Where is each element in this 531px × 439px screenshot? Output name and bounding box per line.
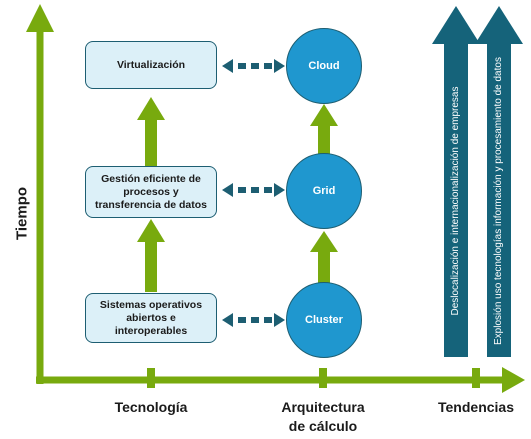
- y-axis-arrowhead: [26, 4, 54, 32]
- dashed-arrow-top: [222, 59, 285, 73]
- x-axis-arrowhead: [502, 367, 525, 393]
- y-axis-label: Tiempo: [13, 186, 31, 241]
- node-grid: Grid: [286, 153, 362, 229]
- x-tick-tecnologia: [147, 368, 155, 388]
- tech-arrow-head-upper: [137, 97, 165, 120]
- node-cluster: Cluster: [286, 282, 362, 358]
- node-cloud: Cloud: [286, 28, 362, 104]
- trend-arrow-head-1: [432, 6, 480, 44]
- dashed-arrows: [222, 59, 285, 327]
- tech-box-sistemas: Sistemas operativos abiertos e interoper…: [85, 293, 217, 343]
- x-tick-arquitectura: [319, 368, 327, 388]
- dashed-arrow-bottom: [222, 313, 285, 327]
- tech-arrow-head-lower: [137, 219, 165, 242]
- trend-label-2: Explosión uso tecnologías información y …: [493, 57, 504, 345]
- x-label-arquitectura: Arquitectura de cálculo: [281, 399, 365, 434]
- tech-box-gestion: Gestión eficiente de procesos y transfer…: [85, 166, 217, 218]
- trend-arrows: [432, 6, 523, 357]
- trend-label-1: Deslocalización e internacionalización d…: [450, 86, 461, 316]
- technology-arrows: [137, 97, 165, 292]
- axes: [26, 4, 525, 393]
- arch-arrow-head-upper: [310, 104, 338, 126]
- arch-arrow-shaft-lower: [318, 250, 330, 283]
- architecture-arrows: [310, 104, 338, 283]
- x-label-tendencias: Tendencias: [438, 399, 514, 415]
- trend-arrow-shaft-1: [444, 42, 468, 357]
- x-tick-tendencias: [472, 368, 480, 388]
- arch-arrow-shaft-upper: [318, 124, 330, 154]
- tech-arrow-shaft-upper: [145, 118, 157, 166]
- dashed-arrow-middle: [222, 183, 285, 197]
- x-label-tecnologia: Tecnología: [114, 399, 188, 415]
- trend-arrow-head-2: [475, 6, 523, 44]
- tech-box-virtualizacion: Virtualización: [85, 41, 217, 89]
- arch-arrow-head-lower: [310, 231, 338, 252]
- trend-arrow-shaft-2: [487, 42, 511, 357]
- tech-arrow-shaft-lower: [145, 240, 157, 292]
